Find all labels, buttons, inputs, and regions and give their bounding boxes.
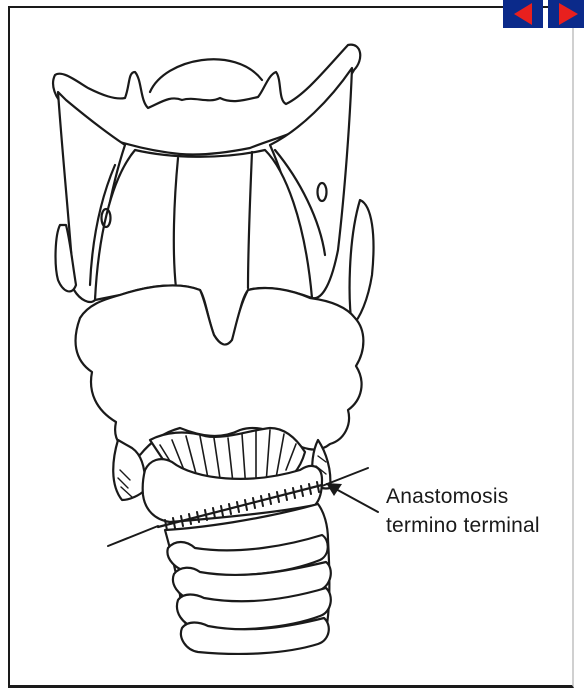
annotation-line-1: Anastomosis xyxy=(386,485,508,509)
leader-line xyxy=(334,488,378,512)
side-cornu-right xyxy=(350,200,374,326)
leader-arrowhead xyxy=(326,483,342,496)
cut-line-lower xyxy=(108,526,158,546)
annotation-line-2: termino terminal xyxy=(386,514,540,538)
epiglottis xyxy=(150,59,262,92)
